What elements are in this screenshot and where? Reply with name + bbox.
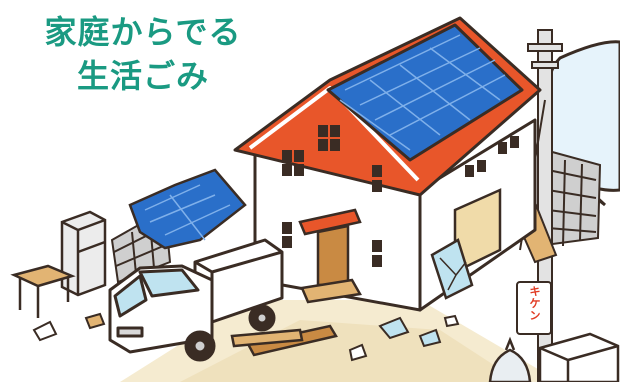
wooden-table	[10, 264, 76, 318]
danger-sign-label: キケン	[529, 285, 541, 322]
title-line-1: 家庭からでる	[44, 13, 242, 51]
cinder-block-wall-right	[544, 148, 602, 247]
title-line-2: 生活ごみ	[76, 57, 209, 95]
trash-bag	[488, 336, 532, 382]
front-door	[298, 208, 362, 304]
blue-tarp-roof	[128, 168, 247, 250]
broken-window	[430, 238, 474, 300]
lumber-planks	[230, 324, 338, 357]
appliance-box	[538, 332, 620, 382]
danger-sign	[516, 281, 552, 335]
refrigerator	[60, 210, 107, 297]
light-truck	[108, 238, 284, 362]
page-title: 家庭からでる 生活ごみ	[18, 10, 268, 98]
debris	[32, 312, 460, 362]
